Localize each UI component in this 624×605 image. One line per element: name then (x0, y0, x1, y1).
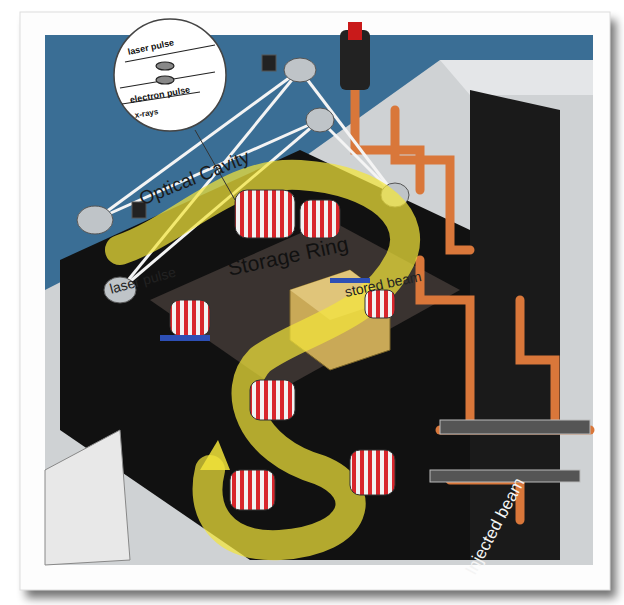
injector-line (430, 420, 590, 482)
magnet-coils (170, 190, 395, 510)
photo-frame (20, 12, 610, 590)
knob (348, 22, 362, 40)
beam-arrowhead (200, 440, 230, 470)
wall-ledge (440, 60, 593, 95)
frame-shadow (26, 20, 616, 598)
coil-cores (160, 278, 370, 341)
beam-path (120, 175, 405, 545)
cabinet (45, 430, 130, 565)
inset-circle (114, 19, 226, 131)
